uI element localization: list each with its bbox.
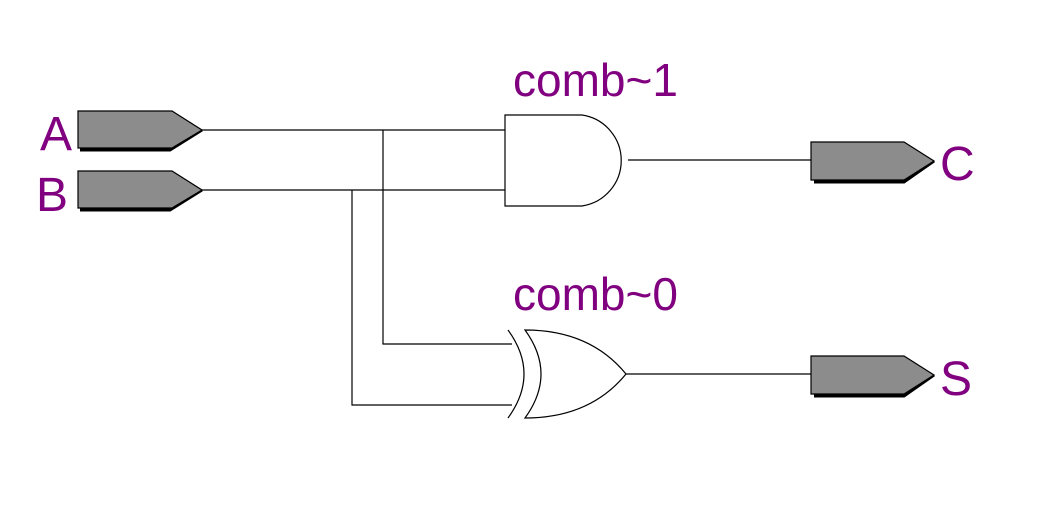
port-a-shape [77,110,204,149]
output-label-c: C [940,138,975,191]
xor-gate-body [523,329,627,419]
and-gate: comb~1 [504,54,678,207]
port-b-shape [77,170,204,209]
port-c-shape [810,141,936,181]
port-s-shape [810,355,936,395]
output-label-s: S [940,353,972,406]
output-port-s: S [810,353,972,406]
xor-gate: comb~0 [507,268,678,419]
input-label-a: A [40,108,72,161]
xor-gate-label: comb~0 [513,268,678,320]
xor-gate-back-curve [507,329,525,419]
input-port-a: A [40,108,204,161]
input-port-b: B [36,169,204,222]
wire-a-to-xor [382,130,512,345]
output-port-c: C [810,138,975,191]
input-label-b: B [36,169,68,222]
and-gate-label: comb~1 [513,54,678,106]
and-gate-body [504,114,622,207]
wire-b-to-xor [351,190,512,406]
wires [202,129,812,406]
